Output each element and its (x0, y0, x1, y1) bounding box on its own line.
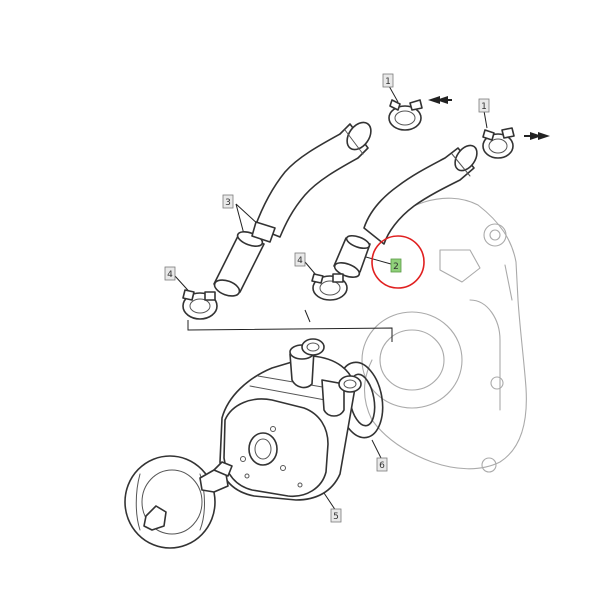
callout-1-top-left-label: 1 (385, 77, 391, 87)
callout-6-label: 6 (379, 461, 385, 471)
callout-6: 6 (376, 457, 388, 472)
callout-2: 2 (390, 258, 402, 273)
callout-4-right-label: 4 (297, 256, 303, 266)
callout-4-left-label: 4 (167, 270, 173, 280)
hose-clamp-top-left (388, 99, 423, 131)
upper-right-hose (363, 144, 478, 245)
callout-1-top-right-label: 1 (481, 102, 487, 112)
sleeve-part-2 (333, 234, 371, 278)
engine-housing (361, 197, 527, 473)
hose-clamp-mid-right (311, 273, 348, 301)
leader-lines (174, 85, 488, 512)
oil-filter (124, 455, 233, 549)
callout-5: 5 (330, 508, 342, 523)
callout-2-label: 2 (393, 262, 399, 272)
flow-arrow-right-icon (524, 132, 550, 140)
callout-5-label: 5 (333, 512, 339, 522)
highlight-circle (371, 235, 425, 289)
oil-cooler-part-5 (219, 338, 362, 501)
callout-4-left: 4 (164, 266, 176, 281)
hose-clamp-mid-left (182, 289, 218, 320)
callout-4-right: 4 (294, 252, 306, 267)
upper-left-hose (213, 121, 372, 297)
callout-1-top-left: 1 (382, 73, 394, 88)
flow-arrow-left-icon (428, 96, 452, 104)
hose-clamp-top-right (482, 127, 515, 159)
callout-1-top-right: 1 (478, 98, 490, 113)
callout-3: 3 (222, 194, 234, 209)
callout-3-label: 3 (225, 198, 231, 208)
